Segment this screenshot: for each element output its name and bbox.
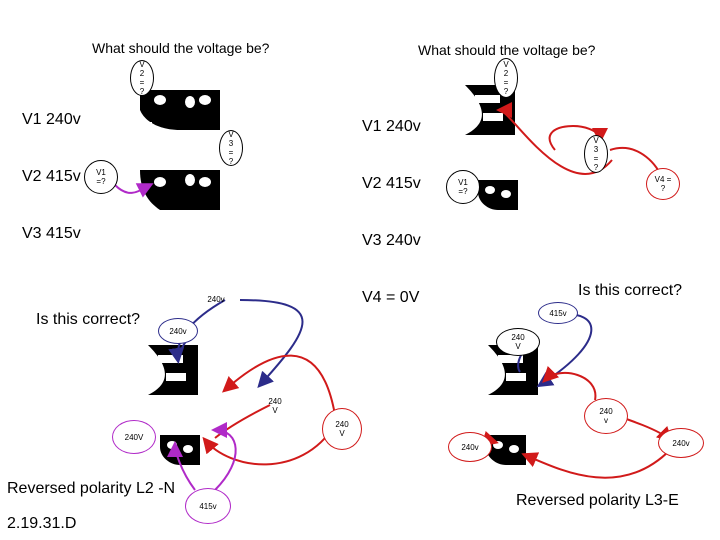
tr-values: V1 240v V2 415v V3 240v V4 = 0V bbox=[362, 79, 421, 326]
br-tag-d: 240v bbox=[448, 432, 492, 462]
br-tag-e: 240v bbox=[658, 428, 704, 458]
tl-value-3: V3 415v bbox=[22, 225, 81, 242]
tr-v1-tag: V1=? bbox=[446, 170, 480, 204]
br-question: Is this correct? bbox=[578, 282, 683, 299]
arrow-br-red-4 bbox=[521, 449, 671, 479]
socket-bl-lower bbox=[160, 435, 200, 465]
bl-question: Is this correct? bbox=[36, 311, 141, 328]
socket-top-left-upper bbox=[140, 90, 220, 130]
bl-tag-b: 240v bbox=[158, 318, 198, 344]
socket-bl-upper bbox=[148, 345, 198, 395]
tr-question: What should the voltage be? bbox=[418, 42, 596, 58]
arrow-br-red-1 bbox=[542, 365, 597, 401]
tr-value-2: V2 415v bbox=[362, 175, 421, 192]
br-tag-a: 415v bbox=[538, 302, 578, 324]
tl-v1-tag: V1=? bbox=[84, 160, 118, 194]
arrow-tr-red-1 bbox=[548, 125, 608, 151]
tr-value-4: V4 = 0V bbox=[362, 289, 420, 306]
tl-values: V1 240v V2 415v V3 415v bbox=[22, 72, 81, 262]
bl-tag-a: 240v bbox=[207, 294, 225, 304]
socket-top-right-lower bbox=[478, 180, 518, 210]
arrow-tl-pink bbox=[114, 183, 154, 198]
br-caption: Reversed polarity L3-E bbox=[516, 492, 679, 509]
bl-tag-d: 240V bbox=[112, 420, 156, 454]
tr-value-1: V1 240v bbox=[362, 118, 421, 135]
slide-footer: 2.19.31.D bbox=[7, 515, 77, 532]
arrow-bl-pink-1 bbox=[167, 441, 196, 491]
tl-value-2: V2 415v bbox=[22, 168, 81, 185]
tr-value-3: V3 240v bbox=[362, 232, 421, 249]
arrow-bl-red-1 bbox=[222, 354, 336, 416]
bl-caption: Reversed polarity L2 -N bbox=[7, 480, 176, 497]
arrow-br-blue-1 bbox=[536, 313, 593, 388]
tl-value-1: V1 240v bbox=[22, 111, 81, 128]
arrow-bl-blue-1 bbox=[239, 299, 304, 388]
bl-tag-f: 415v bbox=[185, 488, 231, 524]
socket-top-left-lower bbox=[140, 170, 220, 210]
socket-br-lower bbox=[486, 435, 526, 465]
arrow-bl-pink-2 bbox=[211, 422, 237, 491]
tr-v4-tag: V4 =? bbox=[646, 168, 680, 200]
arrow-bl-red-2 bbox=[202, 424, 336, 466]
tl-question: What should the voltage be? bbox=[92, 40, 270, 56]
